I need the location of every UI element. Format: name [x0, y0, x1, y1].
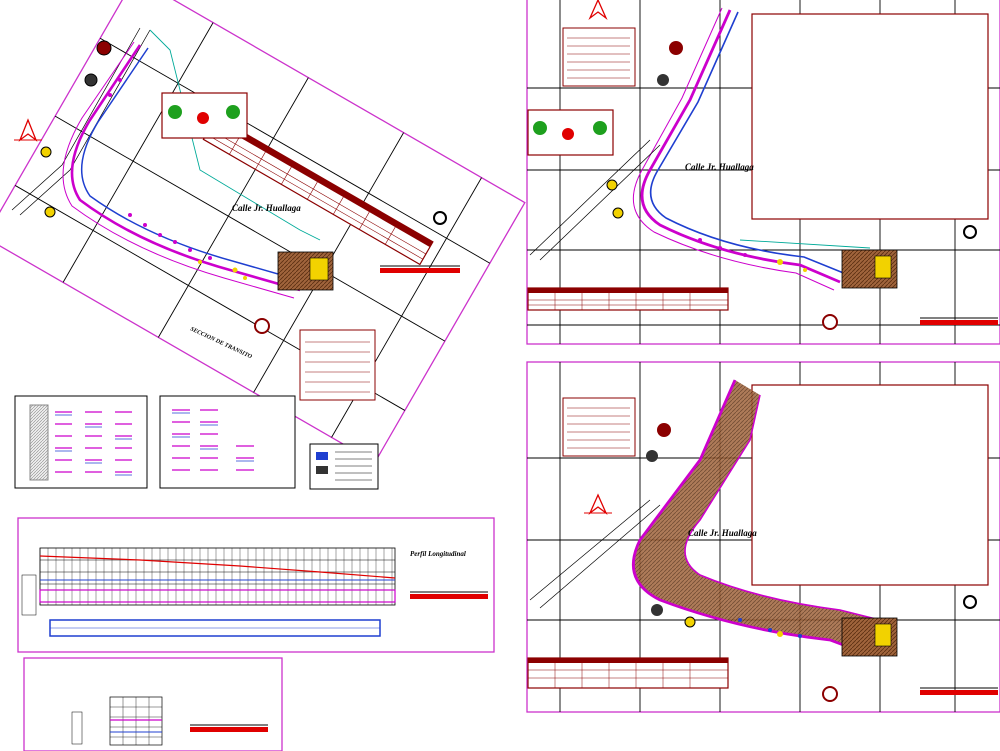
sheet-5-details-middle: [159, 395, 296, 489]
street-label-3: Calle Jr. Huallaga: [688, 528, 757, 538]
north-arrow-icon: [588, 0, 608, 21]
sheet-6-legend-small: [309, 443, 379, 490]
sheet-1-rotated-plan: [0, 0, 526, 464]
sheet-2-plan-top-right: Calle Jr. Huallaga: [526, 0, 1000, 345]
sheet-7-long-profile: Perfil Longitudinal: [17, 517, 495, 653]
north-arrow-icon: [584, 493, 612, 516]
sheet-8-short-profile: [23, 657, 283, 751]
sheet-4-details-left: [14, 395, 148, 489]
sheet-3-plan-bottom-right: Calle Jr. Huallaga: [526, 361, 1000, 713]
street-label-2: Calle Jr. Huallaga: [685, 162, 754, 172]
profile-title: Perfil Longitudinal: [410, 550, 466, 558]
street-label-1: Calle Jr. Huallaga: [232, 203, 301, 213]
north-arrow-icon: [14, 118, 42, 142]
